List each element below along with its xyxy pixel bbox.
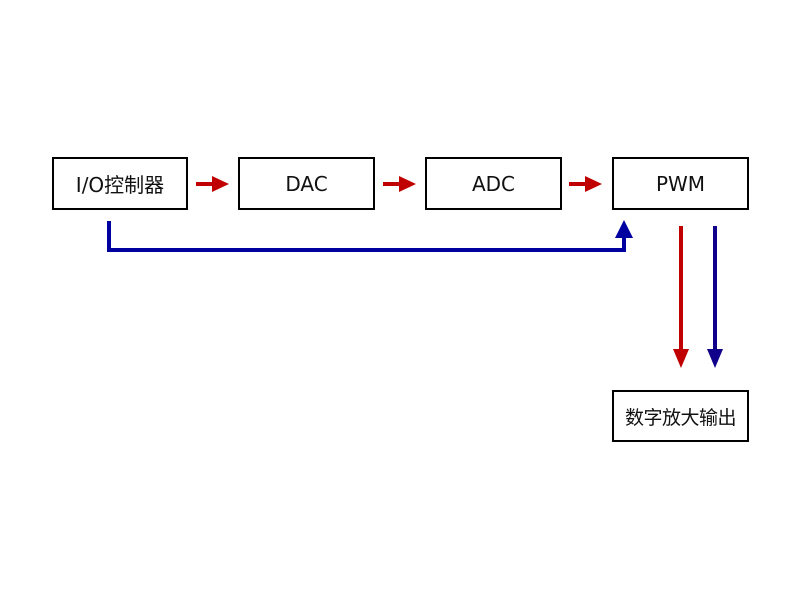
node-label: I/O控制器 — [75, 173, 165, 197]
node-label: 数字放大输出 — [624, 406, 737, 429]
arrow-shaft — [107, 221, 626, 252]
arrow-pwm-to-output-red — [673, 226, 689, 368]
arrow-head — [615, 220, 633, 238]
node-adc: ADC — [425, 157, 562, 210]
arrow-io-to-pwm-feedback — [107, 220, 633, 252]
node-digital-amp-output: 数字放大输出 — [612, 390, 749, 442]
arrow-head — [212, 176, 229, 192]
arrow-io-to-dac — [196, 176, 229, 192]
arrow-head — [707, 349, 723, 368]
node-label: ADC — [471, 171, 516, 196]
node-dac: DAC — [238, 157, 375, 210]
arrow-head — [399, 176, 416, 192]
node-pwm: PWM — [612, 157, 749, 210]
arrow-dac-to-adc — [383, 176, 416, 192]
arrow-head — [673, 349, 689, 368]
arrow-adc-to-pwm — [569, 176, 602, 192]
node-io-controller: I/O控制器 — [52, 157, 188, 210]
arrow-pwm-to-output-blue — [707, 226, 723, 368]
node-label: DAC — [285, 171, 328, 196]
node-label: PWM — [655, 171, 706, 196]
arrow-head — [585, 176, 602, 192]
